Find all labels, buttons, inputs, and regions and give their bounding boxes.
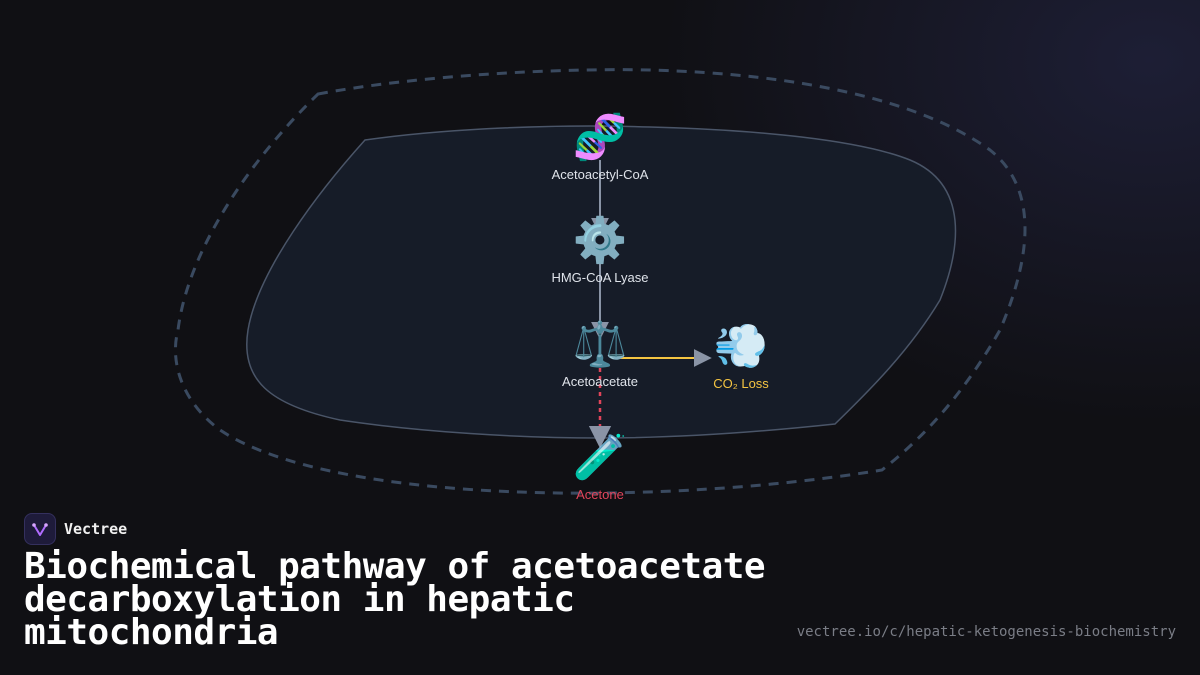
node-label-acetoacetate: Acetoacetate xyxy=(562,374,638,389)
balance-scale-icon: ⚖️ xyxy=(573,319,628,369)
inner-compartment-region xyxy=(246,125,957,439)
dna-icon: 🧬 xyxy=(573,110,628,163)
node-lyase: ⚙️ HMG-CoA Lyase xyxy=(551,215,648,285)
brand-name: Vectree xyxy=(64,520,128,538)
node-acetoacetyl: 🧬 Acetoacetyl-CoA xyxy=(552,110,649,182)
source-url: vectree.io/c/hepatic-ketogenesis-biochem… xyxy=(796,624,1176,640)
wind-puff-icon: 💨 xyxy=(714,322,769,371)
node-acetone: 🧪 Acetone xyxy=(573,433,628,502)
node-label-acetone: Acetone xyxy=(576,487,624,502)
gear-icon: ⚙️ xyxy=(573,215,628,265)
node-co2: 💨 CO₂ Loss xyxy=(713,322,769,391)
node-acetoacetate: ⚖️ Acetoacetate xyxy=(562,319,638,389)
node-label-co2: CO₂ Loss xyxy=(713,376,769,391)
node-label-acetoacetyl: Acetoacetyl-CoA xyxy=(552,167,649,182)
brand: Vectree xyxy=(24,512,127,546)
page-title: Biochemical pathway of acetoacetate deca… xyxy=(24,546,766,653)
outer-compartment-outline xyxy=(174,68,1027,495)
node-label-lyase: HMG-CoA Lyase xyxy=(551,270,648,285)
test-tube-icon: 🧪 xyxy=(573,433,628,482)
vectree-logo-icon xyxy=(24,513,56,545)
